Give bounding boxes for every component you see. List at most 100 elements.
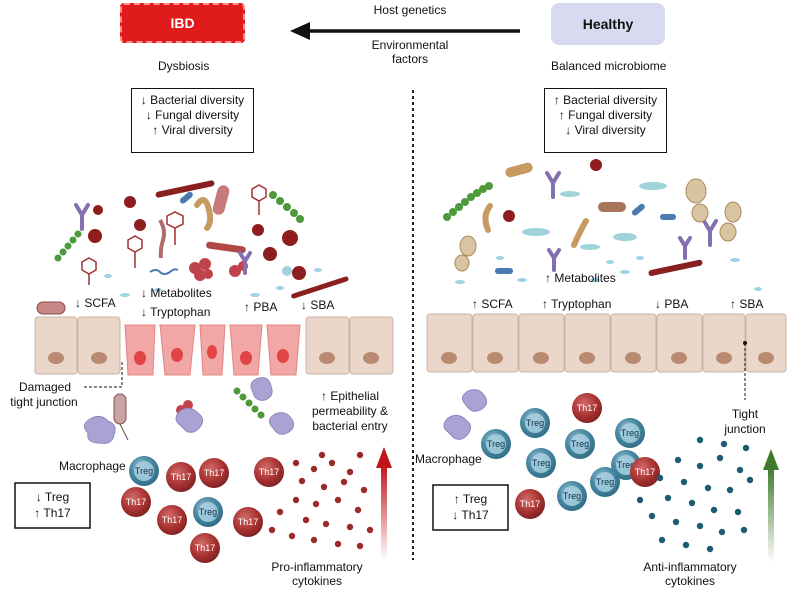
healthy-treg-nucleus <box>525 413 545 433</box>
pro-inflammatory-cytokine-dot <box>310 536 318 544</box>
anti-inflammatory-cytokine-dot <box>656 474 664 482</box>
ibd-th17-cell-label: Th17 <box>238 517 259 527</box>
damaged-junction-label-2: tight junction <box>10 395 78 409</box>
healthy-th17-cell-body <box>515 489 545 519</box>
healthy-treg-label: ↑ Treg <box>453 492 488 506</box>
pro-inflammatory-cytokine-dot <box>320 483 328 491</box>
ibd-epithelium <box>34 301 394 441</box>
healthy-th17-cell: Th17 <box>515 489 545 519</box>
ibd-th17-cell-label: Th17 <box>195 543 216 553</box>
ibd-scfa: ↓ SCFA <box>75 296 116 310</box>
ibd-th17-cell-body <box>190 533 220 563</box>
ibd-th17-cell: Th17 <box>166 462 196 492</box>
anti-inflammatory-cytokine-dot <box>740 526 748 534</box>
healthy-treg-cell: Treg <box>615 418 645 448</box>
anti-inflammatory-cytokine-dot <box>696 436 704 444</box>
anti-inflammatory-cytokine-dot <box>734 508 742 516</box>
ibd-th17-cell-body <box>157 505 187 535</box>
ibd-macrophage-label: Macrophage <box>59 459 126 473</box>
healthy-pba: ↓ PBA <box>655 297 689 311</box>
anti-inflammatory-cytokine-dot <box>726 486 734 494</box>
pro-inflammatory-cytokine-dot <box>346 523 354 531</box>
healthy-treg-cell: Treg <box>590 467 620 497</box>
environmental-label: Environmental <box>371 38 449 52</box>
pro-inflammatory-cytokine-dot <box>328 459 336 467</box>
healthy-treg-nucleus <box>531 453 551 473</box>
healthy-th17-cell: Th17 <box>572 393 602 423</box>
anti-inflammatory-cytokine-dot <box>696 462 704 470</box>
healthy-th17-cell-body <box>630 457 660 487</box>
healthy-treg-cell-label: Treg <box>617 460 635 470</box>
ibd-th17-cell-body <box>199 458 229 488</box>
permeability-label-1: ↑ Epithelial <box>320 389 380 403</box>
ibd-th17-cell: Th17 <box>233 507 263 537</box>
pro-inflammatory-cytokine-dot <box>340 478 348 486</box>
healthy-th17-cell-body <box>572 393 602 423</box>
ibd-th17-cell-body <box>233 507 263 537</box>
healthy-epithelium <box>426 313 787 373</box>
anti-inflammatory-cytokine-dot <box>672 518 680 526</box>
ibd-th17-cell-body <box>166 462 196 492</box>
pro-inflammatory-cytokine-dot <box>312 500 320 508</box>
anti-inflammatory-cytokine-dot <box>718 528 726 536</box>
ibd-metabolites: ↓ Metabolites <box>141 286 212 300</box>
healthy-treg-cell-label: Treg <box>571 439 589 449</box>
healthy-treg-cell: Treg <box>481 429 511 459</box>
pro-inflammatory-cytokine-dot <box>334 540 342 548</box>
healthy-treg-cell-label: Treg <box>526 418 544 428</box>
pro-inflammatory-cytokine-dot <box>334 496 342 504</box>
anti-inflammatory-cytokine-dot <box>664 494 672 502</box>
ibd-th17-cell-body <box>254 457 284 487</box>
ibd-macrophages <box>84 377 295 444</box>
pro-inflammatory-cytokine-dot <box>310 465 318 473</box>
anti-inflammatory-cytokine-dot <box>696 522 704 530</box>
healthy-treg-cell-label: Treg <box>596 477 614 487</box>
ibd-treg-cell-label: Treg <box>135 466 153 476</box>
ibd-treg-nucleus <box>134 461 154 481</box>
healthy-badge: Healthy <box>551 3 665 45</box>
healthy-th17-cell: Th17 <box>630 457 660 487</box>
anti-inflammatory-cytokine-dot <box>674 456 682 464</box>
damaged-junction-label-1: Damaged <box>18 380 72 394</box>
pro-inflammatory-cytokine-dot <box>276 508 284 516</box>
ibd-th17-cell-label: Th17 <box>126 497 147 507</box>
pro-inflammatory-label-2: cytokines <box>291 574 343 588</box>
anti-inflammatory-cytokine-dot <box>704 484 712 492</box>
anti-inflammatory-cytokine-dot <box>736 466 744 474</box>
anti-inflammatory-cytokine-dot <box>636 496 644 504</box>
ibd-treg-nucleus <box>198 502 218 522</box>
healthy-th17-cell-label: Th17 <box>635 467 656 477</box>
ibd-th17-cell: Th17 <box>121 487 151 517</box>
healthy-treg-cell-label: Treg <box>563 491 581 501</box>
pro-inflammatory-cytokine-dot <box>318 451 326 459</box>
ibd-tryptophan: ↓ Tryptophan <box>141 305 211 319</box>
healthy-treg-nucleus <box>620 423 640 443</box>
pro-inflammatory-label-1: Pro-inflammatory <box>271 560 363 574</box>
healthy-treg-nucleus <box>570 434 590 454</box>
healthy-scfa: ↑ SCFA <box>472 297 513 311</box>
host-factors-arrowhead <box>290 22 310 40</box>
ibd-pba: ↑ PBA <box>244 300 278 314</box>
healthy-treg-cell-label: Treg <box>487 439 505 449</box>
pro-inflammatory-cytokine-dot <box>292 459 300 467</box>
pro-inflammatory-arrow <box>381 465 387 560</box>
ibd-th17-cell-label: Th17 <box>171 472 192 482</box>
ibd-th17-cell: Th17 <box>190 533 220 563</box>
healthy-treg-nucleus <box>486 434 506 454</box>
healthy-treg-cell: Treg <box>565 429 595 459</box>
healthy-treg-cell-label: Treg <box>621 428 639 438</box>
healthy-tryptophan: ↑ Tryptophan <box>542 297 612 311</box>
ibd-th17-cell: Th17 <box>157 505 187 535</box>
ibd-treg-cell: Treg <box>193 497 223 527</box>
anti-inflammatory-arrow <box>768 467 774 562</box>
healthy-treg-cell: Treg <box>520 408 550 438</box>
ibd-badge: IBD <box>120 3 245 43</box>
anti-inflammatory-label-1: Anti-inflammatory <box>643 560 737 574</box>
dysbiosis-label: Dysbiosis <box>158 59 210 73</box>
healthy-sba: ↑ SBA <box>730 297 764 311</box>
host-genetics-label: Host genetics <box>373 3 447 17</box>
healthy-diversity-box: ↑ Bacterial diversity ↑ Fungal diversity… <box>544 88 667 153</box>
anti-inflammatory-cytokine-dot <box>680 478 688 486</box>
ibd-diversity-box: ↓ Bacterial diversity ↓ Fungal diversity… <box>131 88 254 153</box>
